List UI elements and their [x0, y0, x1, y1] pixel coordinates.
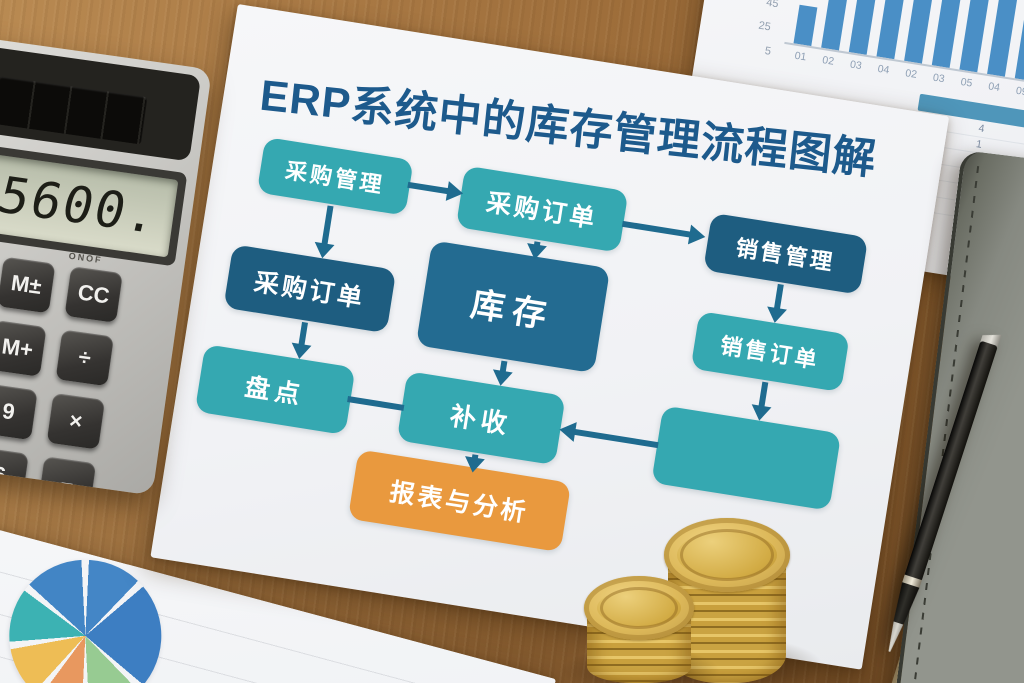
calculator-key: − [37, 456, 97, 496]
calculator-key: × [46, 392, 106, 450]
flow-node-purchase-order-left: 采购订单 [223, 244, 397, 334]
arrow-head-down [749, 404, 772, 423]
flow-node-purchase-management: 采购管理 [256, 136, 414, 216]
flow-node-label: 采购订单 [252, 268, 368, 314]
calculator-key: ÷ [55, 329, 114, 387]
flow-node-purchase-order-top: 采购订单 [455, 165, 629, 253]
calculator-display-value: 5600. [0, 166, 167, 246]
arrow-line [621, 220, 692, 238]
arrow-head-down [462, 456, 485, 475]
x-tick-label: 04 [987, 80, 1001, 95]
bar [848, 0, 876, 55]
flow-node-label: 盘点 [242, 373, 307, 411]
flow-node-reports-analysis: 报表与分析 [347, 449, 572, 553]
calculator-key: 9 [0, 383, 38, 441]
flow-node-unlabeled [651, 405, 842, 511]
x-tick-label: 02 [821, 54, 835, 68]
coin-top-face [664, 518, 790, 592]
bar [1014, 0, 1024, 82]
arrow-line [758, 381, 769, 409]
rising-bar-chart [177, 618, 538, 683]
calculator-key: 6 [0, 446, 29, 496]
arrow-head-down [764, 306, 787, 325]
flow-node-replenishment: 补收 [396, 371, 566, 466]
y-tick-label: 5 [763, 44, 772, 58]
arrow-line [321, 205, 334, 246]
x-tick-label: 04 [876, 62, 891, 77]
x-tick-label: 05 [959, 75, 974, 90]
y-tick-label: 45 [765, 0, 780, 11]
flow-node-label: 销售管理 [734, 235, 837, 276]
flow-node-label: 库存 [468, 284, 557, 336]
coin-stack-tall [634, 518, 824, 683]
solar-panel [0, 76, 148, 145]
arrow-head-down [524, 243, 547, 262]
arrow-head-down [490, 369, 513, 388]
connector-line [347, 396, 405, 411]
x-tick-label: 09 [1015, 84, 1024, 99]
flow-node-label: 采购管理 [283, 157, 387, 198]
flow-node-sales-management: 销售管理 [703, 212, 869, 295]
flow-node-label: 报表与分析 [387, 477, 531, 528]
arrow-line [572, 428, 659, 449]
calculator-top-panel [0, 37, 202, 162]
pie-chart [0, 542, 179, 683]
calculator-key: M+ [0, 319, 47, 377]
flow-node-label: 销售订单 [718, 332, 822, 374]
calculator-lcd: 5600. [0, 143, 179, 258]
x-tick-label: 02 [904, 67, 918, 81]
flow-node-sales-order: 销售订单 [690, 310, 850, 393]
arrow-head-left [557, 419, 577, 442]
arrow-head-down [312, 241, 335, 260]
flow-node-stocktaking: 盘点 [194, 344, 356, 436]
flow-node-label: 补收 [447, 399, 514, 440]
bar [876, 0, 909, 60]
calculator-keypad: M± CC M+ ÷ 9 × 6 − 3 + [0, 247, 125, 496]
x-tick-label: 03 [849, 58, 863, 73]
calculator-key: CC [64, 266, 123, 323]
flow-node-inventory: 库存 [415, 240, 611, 374]
bar [793, 4, 818, 47]
coin-stack-short [560, 576, 720, 683]
x-tick-label: 01 [793, 49, 808, 64]
arrow-head-right [445, 181, 465, 204]
arrow-line [407, 181, 450, 195]
bar [821, 0, 849, 51]
x-tick-label: 03 [932, 71, 946, 86]
arrow-head-right [687, 224, 707, 247]
calculator-key: M± [0, 256, 56, 314]
arrow-line [773, 283, 784, 311]
coin-top-face [584, 576, 694, 640]
arrow-head-down [289, 342, 312, 361]
flow-node-label: 采购订单 [484, 188, 600, 234]
y-tick-label: 25 [757, 19, 772, 34]
flowchart-paper: ERP系统中的库存管理流程图解 采购管理 采购订单 销售管理 采购订单 库存 销… [150, 4, 950, 670]
